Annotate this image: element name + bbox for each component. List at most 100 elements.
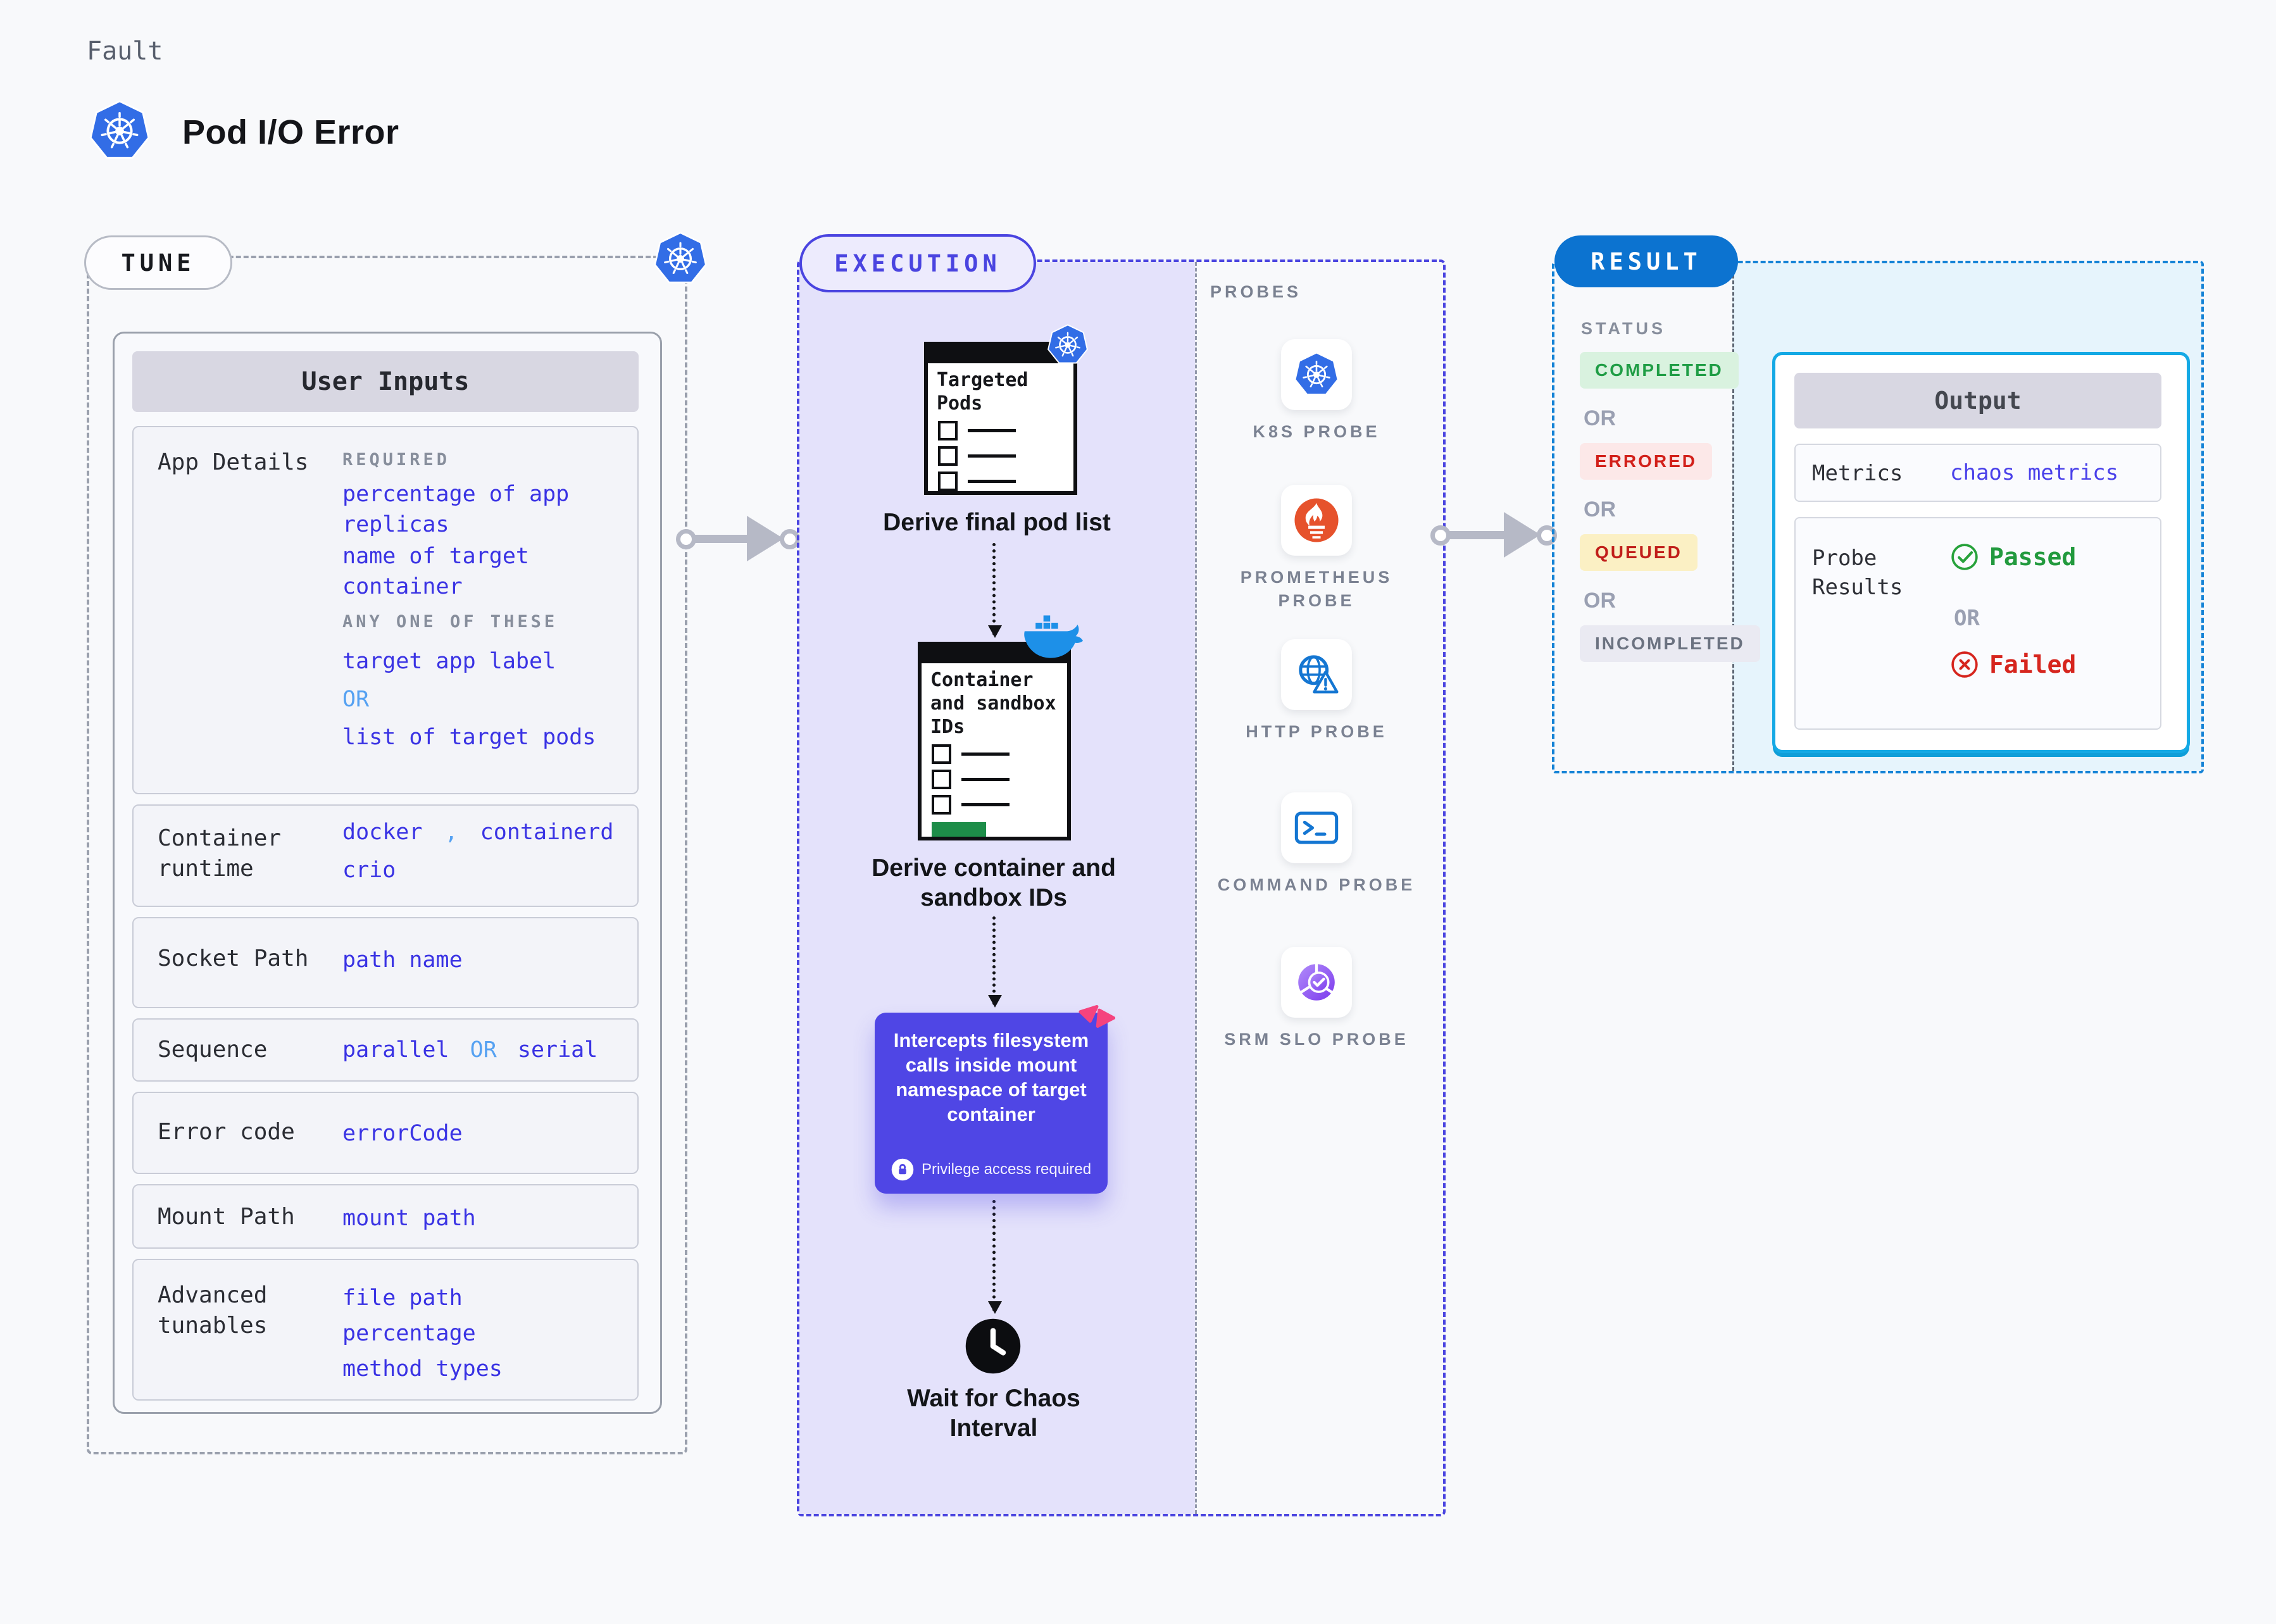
fault-eyebrow: Fault [87, 37, 163, 66]
row-value: mount path [342, 1206, 476, 1231]
probes-divider [1195, 262, 1197, 1514]
or-connector: OR [1584, 406, 1616, 430]
row-label: App Details [158, 449, 309, 475]
row-value: method types [342, 1356, 503, 1382]
privilege-note: Privilege access required [921, 1161, 1092, 1178]
k8s-probe-card [1281, 339, 1352, 410]
row-value: file path [342, 1285, 463, 1311]
required-caption: REQUIRED [342, 450, 451, 470]
srm-slo-probe-icon [1294, 959, 1339, 1005]
http-probe-card [1281, 639, 1352, 710]
row-value: crio [342, 858, 396, 883]
step-caption: Derive container and sandbox IDs [872, 854, 1116, 911]
metrics-row: Metrics chaos metrics [1794, 444, 2161, 502]
page-title: Pod I/O Error [182, 113, 399, 151]
row-mount-path: Mount Path mount path [132, 1184, 639, 1249]
any-one-caption: ANY ONE OF THESE [342, 612, 558, 632]
status-badge-completed: COMPLETED [1580, 352, 1739, 389]
row-container-runtime: Container runtime docker , containerd cr… [132, 804, 639, 907]
step-caption: Wait for Chaos Interval [907, 1385, 1080, 1442]
kubernetes-icon [89, 100, 151, 162]
row-value: list of target pods [342, 725, 596, 750]
row-label: Sequence [158, 1037, 268, 1063]
row-sequence: Sequence parallel OR serial [132, 1018, 639, 1082]
status-title: STATUS [1581, 319, 1666, 338]
output-card: Output Metrics chaos metrics Probe Resul… [1772, 352, 2190, 753]
output-header: Output [1794, 373, 2161, 428]
tune-badge: TUNE [84, 235, 232, 290]
probe-results-row: Probe Results Passed OR Failed [1794, 517, 2161, 730]
probes-title: PROBES [1210, 282, 1302, 301]
command-probe-card [1281, 792, 1352, 863]
or-connector: OR [1584, 589, 1616, 613]
srm-slo-probe-card [1281, 947, 1352, 1018]
metrics-value: chaos metrics [1950, 460, 2119, 485]
row-advanced-tunables: Advanced tunables file path percentage m… [132, 1259, 639, 1401]
chaos-flag-icon [1077, 997, 1116, 1035]
doc-title: Targeted Pods [937, 369, 1029, 415]
lock-icon [891, 1158, 914, 1181]
probe-label: PROMETHEUS PROBE [1240, 568, 1393, 610]
or-connector: OR [470, 1037, 497, 1063]
row-value: containerd [480, 820, 614, 845]
execution-to-result-arrow [1430, 506, 1557, 563]
row-value: target app label [342, 649, 556, 674]
row-socket-path: Socket Path path name [132, 917, 639, 1008]
comma-separator: , [444, 820, 458, 845]
row-label: Socket Path [158, 946, 309, 971]
docker-icon [1023, 615, 1084, 659]
tune-section-frame [87, 256, 687, 1454]
row-label: Advanced tunables [158, 1282, 268, 1339]
x-circle-icon [1950, 650, 1979, 679]
failed-result: Failed [1950, 650, 2076, 679]
flow-arrow [988, 543, 1002, 638]
row-value: parallel [342, 1037, 449, 1063]
targeted-pods-doc: Targeted Pods [924, 342, 1077, 495]
row-app-details: App Details REQUIRED percentage of app r… [132, 426, 639, 794]
container-ids-doc: Container and sandbox IDs [918, 642, 1071, 840]
execution-badge: EXECUTION [799, 234, 1036, 292]
or-connector: OR [1954, 606, 1980, 631]
failed-label: Failed [1989, 651, 2077, 678]
row-value: docker [342, 820, 423, 845]
row-label: Container runtime [158, 825, 282, 882]
tune-to-execution-arrow [676, 510, 800, 567]
clock-icon [963, 1316, 1023, 1376]
command-probe-icon [1294, 805, 1339, 851]
probe-label: K8S PROBE [1253, 422, 1380, 441]
probe-label: SRM SLO PROBE [1224, 1030, 1409, 1049]
progress-bar [932, 822, 986, 837]
row-value: serial [517, 1037, 598, 1063]
row-value: name of target container [342, 544, 530, 599]
status-badge-queued: QUEUED [1580, 534, 1698, 571]
user-inputs-table: User Inputs App Details REQUIRED percent… [113, 332, 662, 1414]
flow-arrow [988, 916, 1002, 1008]
intercept-text: Intercepts filesystem calls inside mount… [893, 1029, 1089, 1125]
or-connector: OR [342, 687, 370, 712]
row-label: Error code [158, 1119, 295, 1145]
passed-result: Passed [1950, 542, 2076, 572]
probe-results-label: Probe Results [1812, 546, 1903, 600]
or-connector: OR [1584, 497, 1616, 522]
intercept-step-card: Intercepts filesystem calls inside mount… [875, 1013, 1108, 1194]
kubernetes-icon [653, 232, 708, 286]
row-value: path name [342, 947, 463, 973]
prometheus-probe-card [1281, 485, 1352, 556]
status-badge-errored: ERRORED [1580, 443, 1713, 480]
probe-label: COMMAND PROBE [1217, 875, 1416, 894]
kubernetes-icon [1294, 352, 1339, 397]
result-badge: RESULT [1554, 235, 1738, 287]
status-badge-incompleted: INCOMPLETED [1580, 625, 1760, 662]
table-header: User Inputs [132, 351, 639, 412]
probe-label: HTTP PROBE [1246, 722, 1387, 741]
http-probe-icon [1294, 652, 1339, 697]
row-value: errorCode [342, 1121, 463, 1146]
flow-arrow [988, 1200, 1002, 1314]
kubernetes-icon [1047, 324, 1089, 366]
passed-label: Passed [1989, 543, 2077, 571]
metrics-label: Metrics [1812, 461, 1903, 486]
row-value: percentage of app replicas [342, 482, 570, 537]
row-label: Mount Path [158, 1204, 295, 1230]
step-caption: Derive final pod list [883, 509, 1111, 536]
